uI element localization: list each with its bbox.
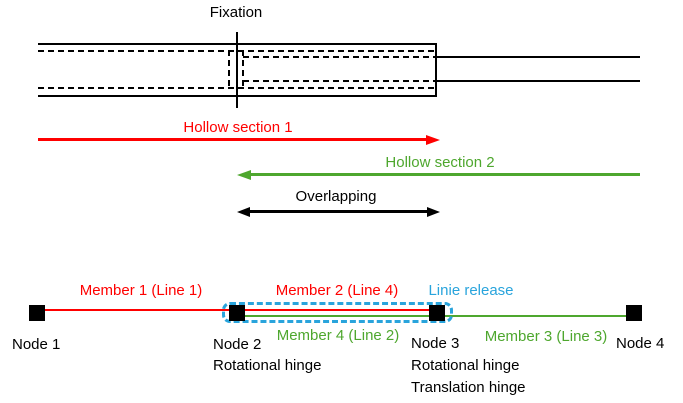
inner-tube-visible-bottom-line — [435, 80, 640, 82]
hollow-section-2-arrow-shaft — [250, 173, 640, 176]
node-1-label: Node 1 — [12, 336, 61, 353]
inner-tube-hidden-bottom-dashed — [243, 80, 435, 82]
member-4-label: Member 4 (Line 2) — [276, 327, 400, 344]
fixation-line — [236, 32, 238, 108]
node-3-translation-hinge-note: Translation hinge — [411, 379, 526, 396]
line-release-label: Linie release — [428, 282, 514, 299]
overlapping-label: Overlapping — [295, 188, 377, 205]
node-1-square — [29, 305, 45, 321]
node-4-label: Node 4 — [616, 335, 665, 352]
hollow-section-2-label: Hollow section 2 — [385, 154, 495, 171]
inner-tube-end-dashed-line-2 — [242, 50, 244, 89]
inner-tube-hidden-top-dashed — [243, 56, 435, 58]
node-2-hinge-note: Rotational hinge — [213, 357, 322, 374]
outer-tube-inner-wall-top-dashed — [38, 50, 435, 52]
overlapping-arrowhead-left — [237, 207, 250, 217]
member-3-label: Member 3 (Line 3) — [484, 328, 608, 345]
member-2-label: Member 2 (Line 4) — [275, 282, 399, 299]
hollow-section-1-arrowhead — [426, 135, 440, 145]
member-1-label: Member 1 (Line 1) — [79, 282, 203, 299]
outer-tube-bottom-line — [38, 95, 437, 97]
hollow-section-2-arrowhead — [237, 170, 251, 180]
outer-tube-inner-wall-bottom-dashed — [38, 87, 435, 89]
overlapping-arrowhead-right — [427, 207, 440, 217]
fixation-label: Fixation — [209, 4, 263, 21]
node-3-label: Node 3 — [411, 335, 460, 352]
node-2-square — [229, 305, 245, 321]
outer-tube-end-cap — [435, 43, 437, 97]
hollow-section-1-label: Hollow section 1 — [183, 119, 293, 136]
outer-tube-top-line — [38, 43, 437, 45]
line-release-box — [222, 302, 453, 323]
overlapping-arrow-shaft — [250, 210, 428, 213]
node-2-label: Node 2 — [213, 336, 262, 353]
node-3-square — [429, 305, 445, 321]
node-4-square — [626, 305, 642, 321]
inner-tube-visible-top-line — [435, 56, 640, 58]
hollow-section-1-arrow-shaft — [38, 138, 428, 141]
inner-tube-end-dashed-line-1 — [228, 50, 230, 89]
node-3-rotational-hinge-note: Rotational hinge — [411, 357, 520, 374]
